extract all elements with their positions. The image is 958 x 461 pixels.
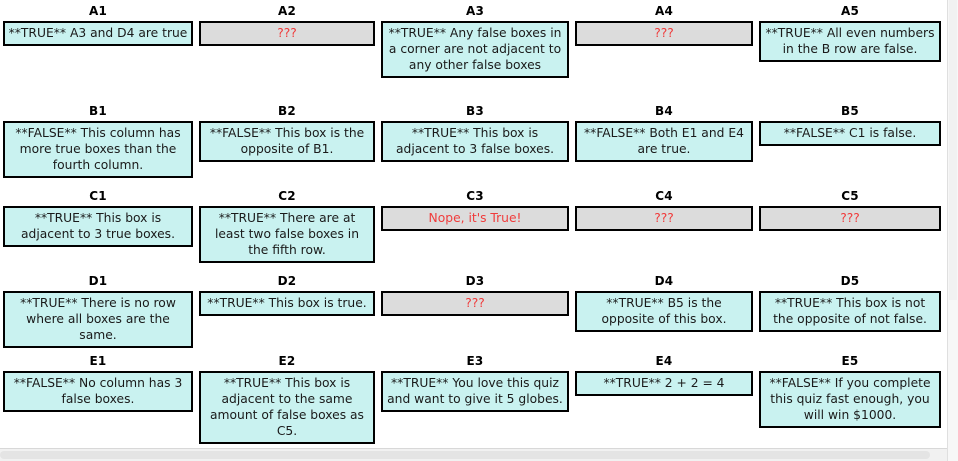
cell-label-A3: A3: [465, 4, 485, 18]
cell-box-E5[interactable]: **FALSE** If you complete this quiz fast…: [759, 371, 941, 428]
cell-label-E4: E4: [655, 354, 673, 368]
grid-row-C: C1 **TRUE** This box is adjacent to 3 tr…: [0, 185, 944, 270]
grid-cell-B5: B5 **FALSE** C1 is false.: [756, 100, 944, 146]
grid-row-D: D1 **TRUE** There is no row where all bo…: [0, 270, 944, 350]
grid-cell-E5: E5 **FALSE** If you complete this quiz f…: [756, 350, 944, 428]
horizontal-scrollbar-thumb[interactable]: [0, 451, 930, 459]
grid-cell-A5: A5 **TRUE** All even numbers in the B ro…: [756, 0, 944, 62]
cell-label-E2: E2: [278, 354, 296, 368]
grid-cell-E2: E2 **TRUE** This box is adjacent to the …: [196, 350, 378, 444]
grid-cell-A3: A3 **TRUE** Any false boxes in a corner …: [378, 0, 572, 78]
cell-box-D1[interactable]: **TRUE** There is no row where all boxes…: [3, 291, 193, 348]
grid-row-B: B1 **FALSE** This column has more true b…: [0, 100, 944, 185]
cell-label-B4: B4: [655, 104, 673, 118]
cell-label-D2: D2: [277, 274, 297, 288]
cell-box-E4[interactable]: **TRUE** 2 + 2 = 4: [575, 371, 753, 396]
grid-cell-A1: A1 **TRUE** A3 and D4 are true: [0, 0, 196, 46]
cell-box-A1[interactable]: **TRUE** A3 and D4 are true: [3, 21, 193, 46]
cell-label-D4: D4: [654, 274, 674, 288]
cell-box-A5[interactable]: **TRUE** All even numbers in the B row a…: [759, 21, 941, 62]
grid-cell-D1: D1 **TRUE** There is no row where all bo…: [0, 270, 196, 348]
cell-label-A1: A1: [88, 4, 108, 18]
grid-cell-A2: A2 ???: [196, 0, 378, 46]
grid-cell-E1: E1 **FALSE** No column has 3 false boxes…: [0, 350, 196, 412]
grid-cell-C3: C3 Nope, it's True!: [378, 185, 572, 231]
cell-box-D5[interactable]: **TRUE** This box is not the opposite of…: [759, 291, 941, 332]
cell-label-A4: A4: [654, 4, 674, 18]
grid-cell-B3: B3 **TRUE** This box is adjacent to 3 fa…: [378, 100, 572, 162]
cell-box-B2[interactable]: **FALSE** This box is the opposite of B1…: [199, 121, 375, 162]
cell-box-A3[interactable]: **TRUE** Any false boxes in a corner are…: [381, 21, 569, 78]
grid-row-E: E1 **FALSE** No column has 3 false boxes…: [0, 350, 944, 445]
cell-box-C5[interactable]: ???: [759, 206, 941, 231]
cell-box-C3[interactable]: Nope, it's True!: [381, 206, 569, 231]
cell-label-E1: E1: [89, 354, 107, 368]
cell-label-D5: D5: [840, 274, 860, 288]
cell-label-C2: C2: [278, 189, 296, 203]
cell-label-B3: B3: [466, 104, 484, 118]
cell-box-C2[interactable]: **TRUE** There are at least two false bo…: [199, 206, 375, 263]
cell-label-E5: E5: [841, 354, 859, 368]
cell-label-E3: E3: [466, 354, 484, 368]
cell-box-E3[interactable]: **TRUE** You love this quiz and want to …: [381, 371, 569, 412]
grid-cell-E3: E3 **TRUE** You love this quiz and want …: [378, 350, 572, 412]
cell-box-A4[interactable]: ???: [575, 21, 753, 46]
grid-cell-E4: E4 **TRUE** 2 + 2 = 4: [572, 350, 756, 396]
grid-cell-B2: B2 **FALSE** This box is the opposite of…: [196, 100, 378, 162]
cell-box-B1[interactable]: **FALSE** This column has more true boxe…: [3, 121, 193, 178]
cell-box-E1[interactable]: **FALSE** No column has 3 false boxes.: [3, 371, 193, 412]
grid-cell-D2: D2 **TRUE** This box is true.: [196, 270, 378, 316]
cell-box-A2[interactable]: ???: [199, 21, 375, 46]
grid-cell-A4: A4 ???: [572, 0, 756, 46]
cell-label-B5: B5: [841, 104, 859, 118]
grid-cell-D5: D5 **TRUE** This box is not the opposite…: [756, 270, 944, 332]
cell-box-B5[interactable]: **FALSE** C1 is false.: [759, 121, 941, 146]
cell-box-C4[interactable]: ???: [575, 206, 753, 231]
cell-label-C4: C4: [655, 189, 673, 203]
grid-row-A: A1 **TRUE** A3 and D4 are true A2 ??? A3…: [0, 0, 944, 100]
cell-box-C1[interactable]: **TRUE** This box is adjacent to 3 true …: [3, 206, 193, 247]
cell-label-B1: B1: [89, 104, 107, 118]
cell-label-D1: D1: [88, 274, 108, 288]
vertical-scrollbar-thumb[interactable]: [949, 0, 957, 300]
cell-label-A2: A2: [277, 4, 297, 18]
grid-cell-C5: C5 ???: [756, 185, 944, 231]
grid-cell-B4: B4 **FALSE** Both E1 and E4 are true.: [572, 100, 756, 162]
grid-cell-D3: D3 ???: [378, 270, 572, 316]
cell-label-C1: C1: [89, 189, 107, 203]
horizontal-scrollbar[interactable]: [0, 448, 948, 461]
grid-cell-B1: B1 **FALSE** This column has more true b…: [0, 100, 196, 178]
cell-label-C3: C3: [466, 189, 484, 203]
cell-box-D4[interactable]: **TRUE** B5 is the opposite of this box.: [575, 291, 753, 332]
grid-cell-C1: C1 **TRUE** This box is adjacent to 3 tr…: [0, 185, 196, 247]
cell-box-D2[interactable]: **TRUE** This box is true.: [199, 291, 375, 316]
cell-label-B2: B2: [278, 104, 296, 118]
cell-label-D3: D3: [465, 274, 485, 288]
cell-box-B3[interactable]: **TRUE** This box is adjacent to 3 false…: [381, 121, 569, 162]
vertical-scrollbar[interactable]: [947, 0, 958, 461]
cell-label-C5: C5: [841, 189, 859, 203]
grid-cell-D4: D4 **TRUE** B5 is the opposite of this b…: [572, 270, 756, 332]
cell-label-A5: A5: [840, 4, 860, 18]
grid-cell-C2: C2 **TRUE** There are at least two false…: [196, 185, 378, 263]
grid-cell-C4: C4 ???: [572, 185, 756, 231]
quiz-grid: A1 **TRUE** A3 and D4 are true A2 ??? A3…: [0, 0, 944, 445]
cell-box-E2[interactable]: **TRUE** This box is adjacent to the sam…: [199, 371, 375, 444]
cell-box-B4[interactable]: **FALSE** Both E1 and E4 are true.: [575, 121, 753, 162]
cell-box-D3[interactable]: ???: [381, 291, 569, 316]
